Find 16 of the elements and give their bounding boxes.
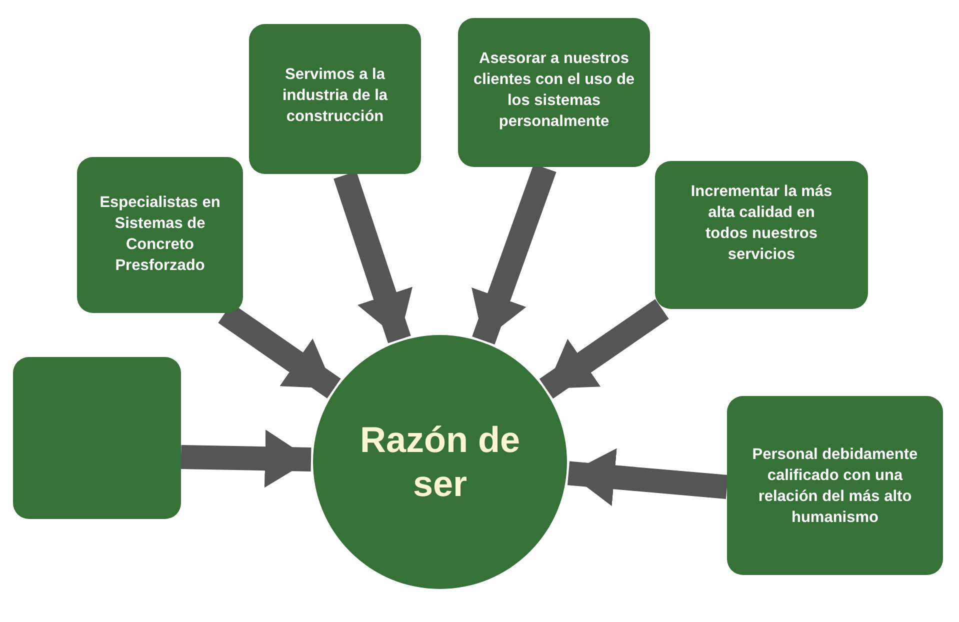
box-text: Especialistas en Sistemas de Concreto Presforzado: [98, 193, 222, 276]
title-text: Razón de ser: [358, 418, 521, 506]
box-text: Personal debidamente calificado con una relación del más alto humanismo: [751, 444, 919, 528]
box-text: Incrementar la más alta calidad en todos nuestros servicios: [690, 182, 834, 265]
box-text: Servimos a la industria de la construcción: [281, 65, 389, 127]
text-box: [458, 18, 650, 167]
text-box: [727, 396, 943, 575]
text-box: [249, 24, 421, 174]
empty-box: [13, 357, 181, 519]
box-text: Asesorar a nuestros clientes con el uso de los sistemas personalmente: [472, 49, 636, 132]
block-arrow: [180, 430, 312, 488]
text-box: [77, 157, 243, 313]
text-box: [655, 161, 868, 309]
block-arrow: [539, 299, 669, 399]
block-arrow: [567, 448, 728, 506]
block-arrow: [334, 171, 413, 344]
